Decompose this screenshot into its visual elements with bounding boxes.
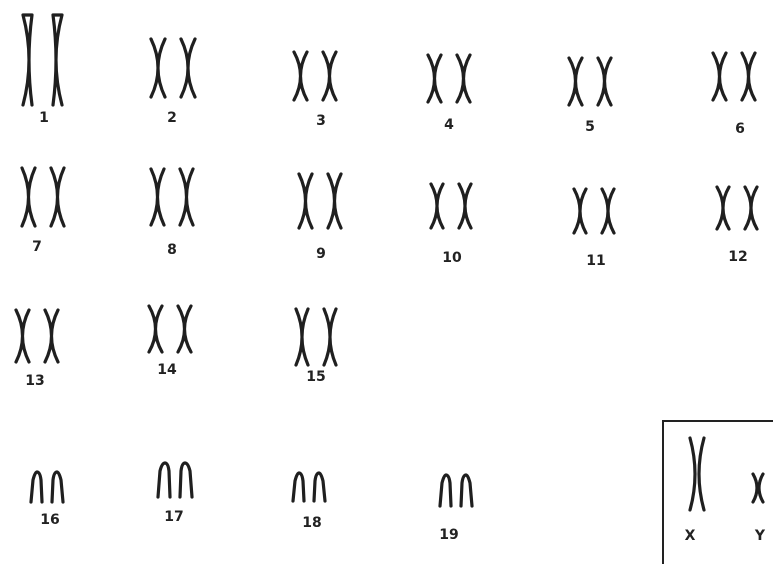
chromosome-label-8: 8 [167, 242, 177, 258]
chromosome-pair-5 [569, 58, 611, 105]
chromosome-label-10: 10 [442, 250, 462, 266]
chromosome-label-9: 9 [316, 246, 326, 262]
chromosome-y [753, 474, 763, 502]
chromosome-label-7: 7 [32, 239, 42, 255]
chromosome-label-3: 3 [316, 113, 326, 129]
chromosome-label-2: 2 [167, 110, 177, 126]
chromosome-label-19: 19 [439, 527, 458, 543]
chromosome-pair-13 [16, 310, 58, 362]
chromosome-label-11: 11 [586, 253, 605, 269]
chromosome-label-18: 18 [302, 515, 321, 531]
chromosome-pair-19 [440, 475, 472, 506]
chromosome-label-y: Y [754, 528, 766, 544]
chromosome-pair-16 [31, 472, 63, 502]
chromosome-label-15: 15 [306, 369, 325, 385]
chromosome-label-1: 1 [39, 110, 49, 126]
chromosome-label-12: 12 [728, 249, 747, 265]
chromosome-pair-18 [293, 473, 325, 501]
chromosome-label-13: 13 [25, 373, 44, 389]
chromosome-pair-4 [428, 55, 470, 102]
chromosome-label-x: X [685, 528, 696, 544]
chromosome-pair-2 [151, 39, 195, 97]
chromosome-pair-15 [296, 309, 336, 365]
chromosome-pair-3 [294, 52, 336, 100]
chromosome-x [690, 438, 704, 510]
chromosome-label-17: 17 [164, 509, 183, 525]
chromosome-pair-10 [431, 184, 471, 228]
chromosome-pair-6 [713, 53, 755, 100]
chromosome-pair-1 [23, 15, 62, 105]
chromosome-label-5: 5 [585, 119, 595, 135]
chromosome-label-6: 6 [735, 121, 745, 137]
chromosome-label-14: 14 [157, 362, 177, 378]
chromosome-label-16: 16 [40, 512, 59, 528]
chromosome-pair-11 [574, 189, 614, 233]
chromosome-pair-17 [158, 463, 192, 497]
chromosome-pair-12 [717, 187, 757, 229]
chromosome-pair-9 [299, 174, 341, 228]
chromosome-pair-14 [149, 306, 191, 352]
chromosome-label-4: 4 [444, 117, 454, 133]
chromosome-pair-7 [22, 168, 64, 226]
chromosome-pair-8 [151, 169, 193, 225]
